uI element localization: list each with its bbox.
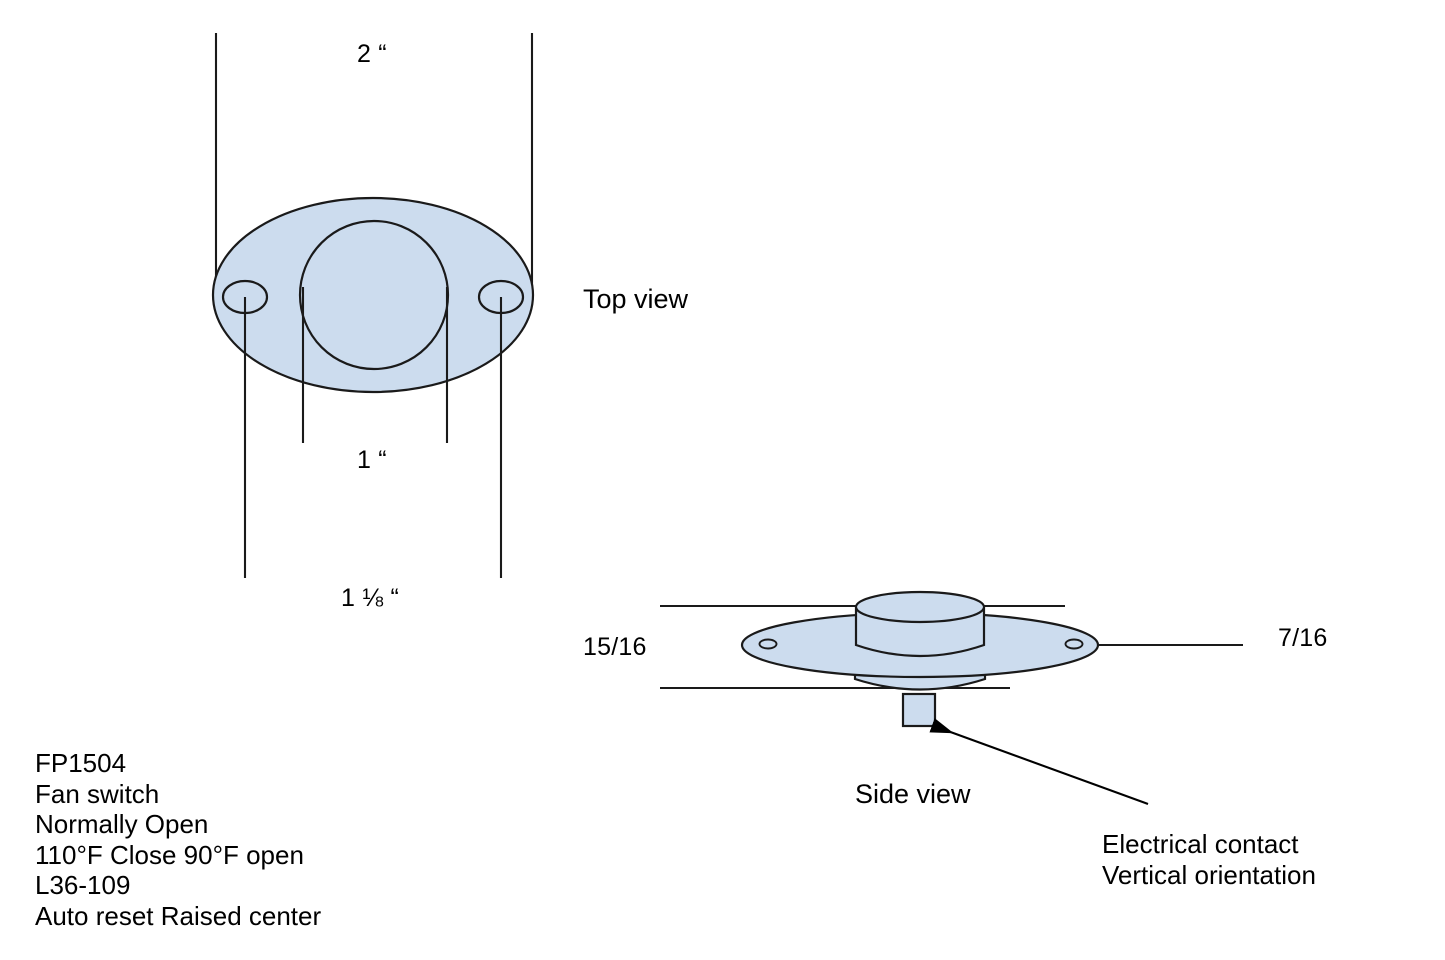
dimension-label-overall-width: 2 “ (357, 40, 387, 68)
top-view-group (211, 33, 535, 578)
side-view-raised-cylinder-top (854, 590, 986, 624)
dimension-label-hole-spacing: 1 ⅛ “ (341, 584, 399, 612)
callout-line-2: Vertical orientation (1102, 859, 1316, 890)
spec-part-number: FP1504 (35, 748, 127, 778)
specification-block: FP1504 Fan switch Normally Open 110°F Cl… (35, 748, 321, 931)
top-view-label: Top view (583, 284, 689, 314)
top-view-flange-ellipse (211, 196, 535, 394)
spec-model: L36-109 (35, 870, 131, 900)
electrical-contact-callout: Electrical contact Vertical orientation (1102, 829, 1316, 890)
spec-temperature: 110°F Close 90°F open (35, 839, 304, 870)
callout-arrow-electrical-contact (929, 718, 1149, 805)
spec-contact-type: Normally Open (35, 809, 209, 839)
side-view-mounting-hole-left (758, 638, 778, 650)
dimension-label-flange-thickness: 7/16 (1278, 624, 1328, 652)
side-view-mounting-hole-right (1064, 638, 1084, 650)
spec-features: Auto reset Raised center (35, 900, 322, 931)
side-view-label: Side view (855, 779, 971, 809)
dimension-label-overall-height: 15/16 (583, 633, 647, 661)
electrical-contact-tab (901, 692, 937, 728)
side-view-group (660, 590, 1243, 805)
callout-line-1: Electrical contact (1102, 829, 1299, 859)
dimension-label-center-diameter: 1 “ (357, 446, 387, 474)
spec-product: Fan switch (35, 778, 160, 809)
